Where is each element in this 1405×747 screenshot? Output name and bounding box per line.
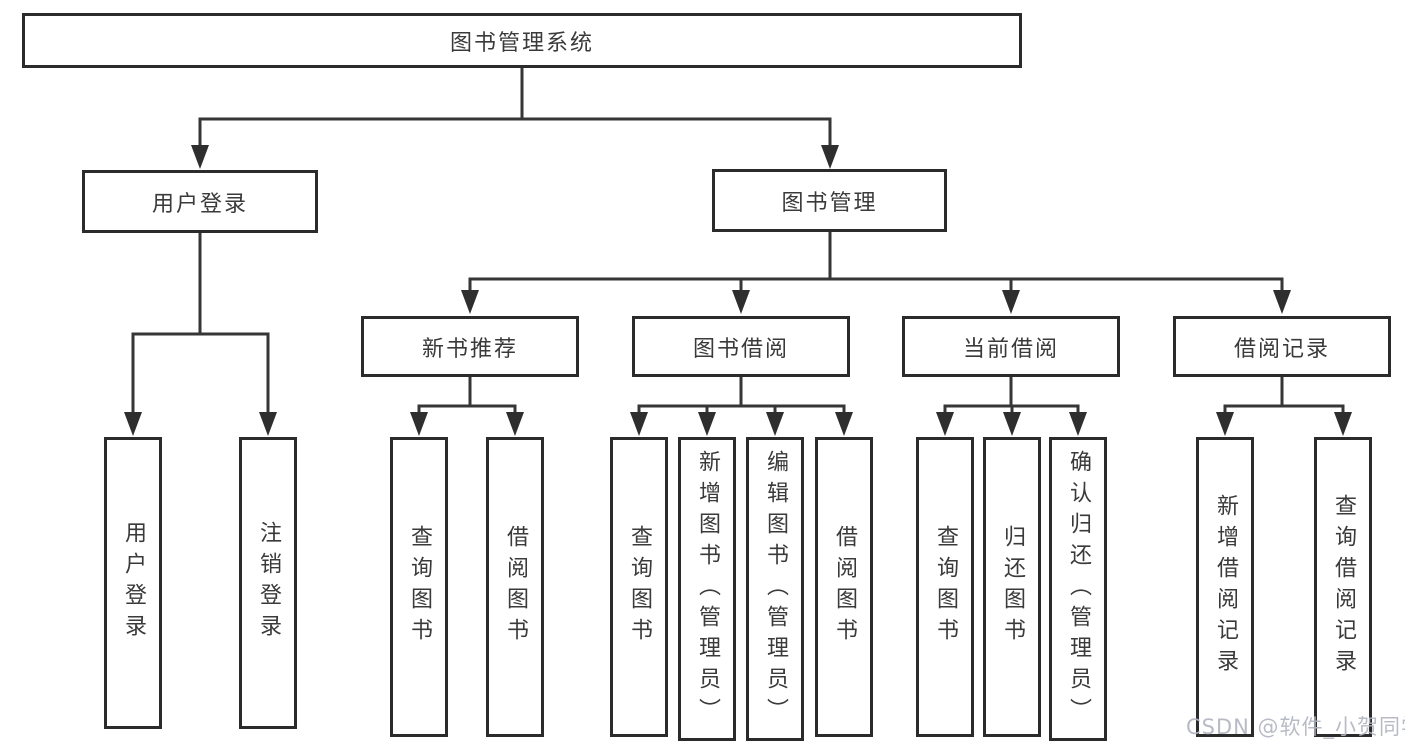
leaf-borrowing-add-book-admin: 新增图书（管理员） [678, 437, 736, 741]
leaf-user-login: 用户登录 [104, 437, 162, 729]
node-borrowing-records-label: 借阅记录 [1233, 336, 1330, 362]
node-book-management-label: 图书管理 [781, 190, 878, 216]
watermark: CSDN @软件_小贺同学 [1186, 715, 1405, 739]
node-library-system: 图书管理系统 [22, 13, 1022, 68]
leaf-records-add-borrow-record-label: 新增借阅记录 [1213, 494, 1238, 680]
leaf-current-return-books: 归还图书 [983, 437, 1041, 737]
leaf-borrowing-query-books: 查询图书 [610, 437, 668, 737]
node-new-book-recommend-label: 新书推荐 [421, 336, 518, 362]
node-library-system-label: 图书管理系统 [449, 30, 594, 56]
leaf-newbook-query-books-label: 查询图书 [407, 525, 432, 649]
node-new-book-recommend: 新书推荐 [361, 316, 579, 377]
leaf-records-add-borrow-record: 新增借阅记录 [1196, 437, 1254, 737]
leaf-logout: 注销登录 [239, 437, 297, 729]
leaf-newbook-borrow-books-label: 借阅图书 [503, 525, 528, 649]
leaf-newbook-borrow-books: 借阅图书 [486, 437, 544, 737]
node-user-login: 用户登录 [82, 170, 318, 233]
node-book-borrowing-label: 图书借阅 [692, 336, 789, 362]
leaf-current-query-books-label: 查询图书 [933, 525, 958, 649]
leaf-user-login-label: 用户登录 [121, 521, 146, 645]
node-book-management: 图书管理 [712, 169, 947, 232]
arrowheads [124, 145, 1352, 436]
node-user-login-label: 用户登录 [151, 191, 248, 217]
node-current-borrowing: 当前借阅 [902, 316, 1120, 377]
leaf-records-query-borrow-record-label: 查询借阅记录 [1331, 494, 1356, 680]
leaf-borrowing-borrow-books: 借阅图书 [815, 437, 873, 737]
node-book-borrowing: 图书借阅 [632, 316, 850, 377]
connector-paths [131, 68, 1345, 414]
leaf-current-confirm-return-admin-label: 确认归还（管理员） [1066, 449, 1091, 729]
leaf-logout-label: 注销登录 [256, 521, 281, 645]
node-borrowing-records: 借阅记录 [1173, 316, 1391, 377]
leaf-borrowing-query-books-label: 查询图书 [627, 525, 652, 649]
leaf-borrowing-edit-book-admin: 编辑图书（管理员） [746, 437, 804, 741]
leaf-borrowing-borrow-books-label: 借阅图书 [832, 525, 857, 649]
leaf-borrowing-add-book-admin-label: 新增图书（管理员） [695, 449, 720, 729]
leaf-current-query-books: 查询图书 [916, 437, 974, 737]
leaf-current-confirm-return-admin: 确认归还（管理员） [1049, 437, 1107, 741]
leaf-newbook-query-books: 查询图书 [390, 437, 448, 737]
node-current-borrowing-label: 当前借阅 [962, 336, 1059, 362]
leaf-records-query-borrow-record: 查询借阅记录 [1314, 437, 1372, 737]
leaf-current-return-books-label: 归还图书 [1000, 525, 1025, 649]
leaf-borrowing-edit-book-admin-label: 编辑图书（管理员） [763, 449, 788, 729]
